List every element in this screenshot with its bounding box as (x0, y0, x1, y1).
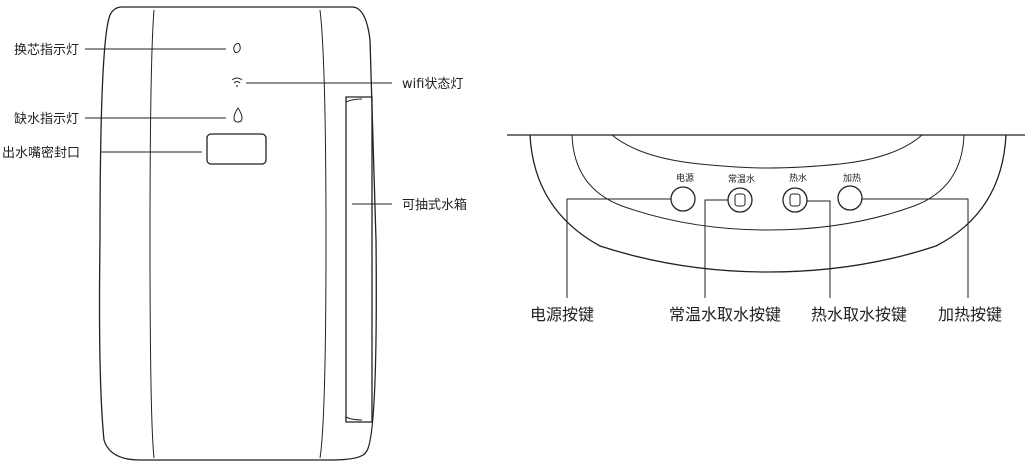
outlet-seal (206, 133, 267, 165)
leader-normal-water (704, 199, 728, 298)
label-normal-water-button: 常温水取水按键 (669, 305, 781, 324)
label-low-water-indicator: 缺水指示灯 (14, 112, 79, 127)
label-heat-button: 加热按键 (938, 305, 1002, 324)
panel-inner-curve (611, 134, 923, 169)
control-panel-view: 电源 常温水 热水 加热 电源按键 常温水取水按键 热水取水按键 加热按键 (507, 134, 1025, 324)
power-button[interactable] (670, 186, 696, 212)
filter-indicator-icon (233, 42, 241, 54)
water-tank-panel (345, 96, 373, 423)
panel-label-heat: 加热 (843, 172, 861, 184)
leader-heat (862, 198, 969, 298)
label-outlet-seal: 出水嘴密封口 (2, 145, 80, 161)
device-front-view: 换芯指示灯 wifi状态灯 缺水指示灯 出水嘴密封口 可抽式水箱 (2, 6, 467, 461)
wifi-icon (231, 77, 243, 87)
normal-water-button[interactable] (727, 187, 753, 213)
panel-middle-curve (571, 134, 965, 231)
label-wifi-indicator: wifi状态灯 (402, 77, 463, 92)
label-power-button: 电源按键 (530, 305, 594, 324)
body-seam-right (319, 9, 327, 459)
panel-label-power: 电源 (676, 172, 694, 184)
leader-hot-water (807, 200, 831, 298)
label-hot-water-button: 热水取水按键 (811, 305, 907, 324)
body-seam-left (149, 9, 155, 459)
device-body-outline (98, 6, 377, 461)
leader-power (566, 198, 671, 298)
water-drop-icon (233, 107, 243, 123)
heat-button[interactable] (837, 185, 863, 211)
water-tank-inner (345, 98, 363, 421)
panel-outer-curve (529, 134, 1007, 273)
panel-label-normal-water: 常温水 (728, 173, 755, 185)
panel-label-hot-water: 热水 (789, 172, 807, 184)
hot-water-button[interactable] (782, 187, 808, 213)
label-filter-indicator: 换芯指示灯 (14, 43, 79, 58)
label-water-tank: 可抽式水箱 (402, 197, 467, 213)
